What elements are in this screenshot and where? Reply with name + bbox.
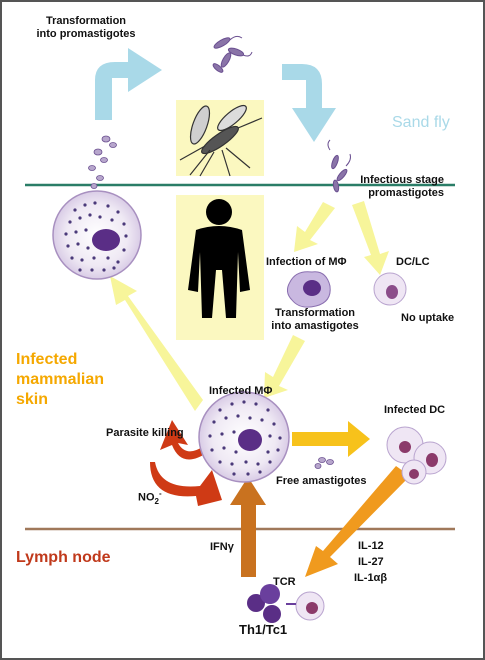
arrow-to-skin-cell <box>110 276 203 411</box>
label-sand-fly: Sand fly <box>392 114 450 131</box>
label-tcr: TCR <box>273 576 296 588</box>
label-il27: IL-27 <box>358 556 384 568</box>
label-free-amastigotes: Free amastigotes <box>276 475 367 487</box>
sandfly-arrow-left <box>95 48 162 120</box>
label-th1-tc1: Th1/Tc1 <box>239 622 288 637</box>
dendritic-cell-icon <box>373 272 407 306</box>
ifn-gamma-arrow <box>230 477 266 577</box>
arrow-to-infection <box>294 202 335 252</box>
arrow-to-infected-mphi <box>264 335 305 398</box>
label-infection-of-mphi: Infection of MΦ <box>266 256 347 268</box>
free-amastigotes-icon <box>314 457 334 469</box>
label-lymph-node: Lymph node <box>16 549 111 566</box>
infected-dc-icon <box>386 426 447 485</box>
arrow-to-dc-lc <box>352 201 389 275</box>
macrophage-icon <box>52 190 142 280</box>
label-infected-mammalian-skin: Infected mammalian skin <box>16 351 105 408</box>
parasite-cluster-left <box>88 135 117 189</box>
label-transformation-promastigotes: Transformation into promastigotes <box>36 15 136 40</box>
label-parasite-killing: Parasite killing <box>106 427 184 439</box>
label-infected-dc: Infected DC <box>384 404 446 416</box>
label-infectious-stage: Infectious stage promastigotes <box>360 174 444 199</box>
label-no-uptake: No uptake <box>401 312 455 324</box>
label-no2: NO2- <box>138 489 162 506</box>
no2-arrow <box>150 462 222 506</box>
arrow-dc-to-lymph <box>305 466 410 577</box>
label-transformation-amastigotes: Transformation into amastigotes <box>271 307 359 332</box>
infectious-promastigote-icon <box>327 139 351 193</box>
infected-macrophage-icon <box>198 391 290 483</box>
label-infected-mphi: Infected MΦ <box>209 385 273 397</box>
label-ifn-gamma: IFNγ <box>210 541 234 553</box>
infected-macrophage-small-icon <box>286 271 331 308</box>
arrow-to-infected-dc <box>292 421 370 457</box>
lymphocyte-icon <box>247 584 325 623</box>
label-dc-lc: DC/LC <box>396 256 430 268</box>
promastigote-icon <box>212 35 253 73</box>
parasite-killing-arrow <box>160 420 208 460</box>
label-il12: IL-12 <box>358 540 384 552</box>
mosquito-icon <box>179 104 263 177</box>
label-il1ab: IL-1αβ <box>354 572 388 584</box>
human-silhouette-icon <box>188 199 250 318</box>
sandfly-arrow-right <box>282 64 336 142</box>
